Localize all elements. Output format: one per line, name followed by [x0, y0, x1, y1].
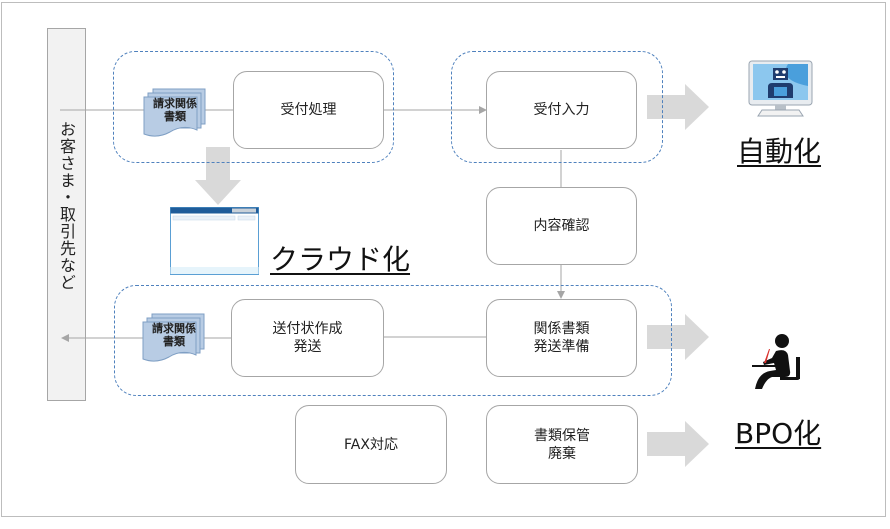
robot-computer-icon — [748, 60, 814, 120]
bpo-arrow-upper — [647, 314, 709, 360]
bpo-label: BPO化 — [735, 417, 822, 450]
bpo-arrow-lower — [647, 421, 709, 467]
document-stack-icon — [143, 88, 206, 137]
process-document-storage: 書類保管 廃棄 — [486, 405, 638, 484]
incoming-documents-label: 請求関係 書類 — [153, 97, 197, 123]
cloud-label: クラウド化 — [270, 243, 411, 276]
process-fax: FAX対応 — [295, 405, 447, 484]
bpo-group — [114, 285, 672, 396]
cloud-group — [113, 51, 394, 163]
customer-lane-label: お客さま・取引先など — [57, 121, 76, 291]
browser-window-icon — [170, 207, 260, 276]
outgoing-documents-label: 請求関係 書類 — [152, 322, 196, 348]
process-content-check: 内容確認 — [486, 187, 637, 265]
document-stack-icon — [142, 313, 205, 362]
process-document-prep: 関係書類 発送準備 — [486, 299, 637, 377]
process-cover-letter-send: 送付状作成 発送 — [231, 299, 384, 377]
cloud-arrow-down — [195, 147, 241, 205]
person-writing-at-desk-icon — [752, 333, 812, 395]
outgoing-documents: 請求関係 書類 — [142, 313, 206, 365]
process-receipt-handling: 受付処理 — [233, 71, 384, 149]
process-receipt-entry: 受付入力 — [486, 71, 637, 149]
automation-label: 自動化 — [737, 135, 822, 168]
incoming-documents: 請求関係 書類 — [143, 88, 207, 140]
automation-group — [451, 51, 663, 163]
